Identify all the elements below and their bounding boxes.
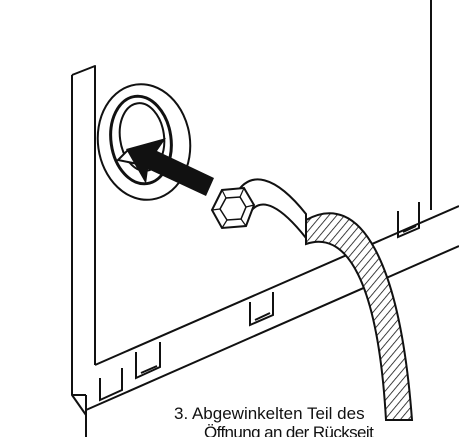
hose-fitting-icon xyxy=(210,178,414,421)
base-tabs xyxy=(99,202,420,402)
drain-opening-icon xyxy=(96,83,192,201)
instruction-caption: 3. Abgewinkelten Teil des Öffnung an der… xyxy=(174,404,459,437)
caption-line-1: 3. Abgewinkelten Teil des xyxy=(174,404,365,423)
caption-line-2: Öffnung an der Rückseit xyxy=(204,423,374,437)
insertion-arrow-icon xyxy=(126,138,214,196)
